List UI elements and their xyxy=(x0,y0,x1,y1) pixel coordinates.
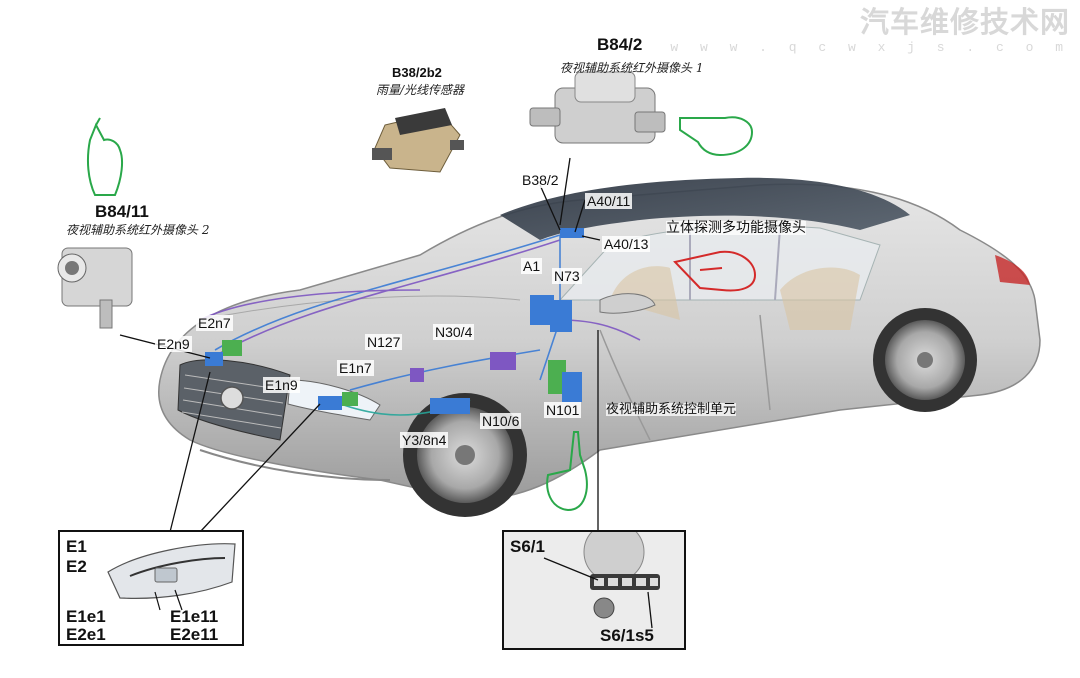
inset-s6-1: S6/1 xyxy=(510,537,545,556)
label-n10-6: N10/6 xyxy=(480,413,522,429)
label-a40-13: A40/13 xyxy=(602,236,651,252)
module-y3-8n4 xyxy=(430,398,470,414)
b38-2b2-code: B38/2b2 xyxy=(392,65,442,80)
switch-inset: S6/1 S6/1s5 xyxy=(502,530,686,650)
b38-2b2-desc: 雨量/光线传感器 xyxy=(376,83,465,97)
module-a40-11 xyxy=(560,228,584,238)
night-vision-unit-note: 夜视辅助系统控制单元 xyxy=(606,402,737,417)
b84-2-camera-image xyxy=(529,71,666,144)
inset-e1e11: E1e11 xyxy=(170,607,219,626)
watermark-title: 汽车维修技术网 xyxy=(859,5,1070,39)
label-e1n7: E1n7 xyxy=(337,360,374,376)
b84-11-camera-image xyxy=(57,247,133,329)
inset-e1e1: E1e1 xyxy=(66,607,106,626)
module-n73 xyxy=(550,300,572,332)
label-e2n9: E2n9 xyxy=(155,336,192,352)
watermark: 汽车维修技术网 w w w . q c w x j s . c o m xyxy=(670,5,1070,55)
label-e2n7: E2n7 xyxy=(196,315,233,331)
label-a1: A1 xyxy=(521,258,543,274)
module-e1n7 xyxy=(342,392,358,406)
green-hand-pointer-left xyxy=(86,117,124,196)
label-e1n9: E1n9 xyxy=(263,377,300,393)
red-hand-pointer xyxy=(673,250,757,292)
watermark-url: w w w . q c w x j s . c o m xyxy=(670,40,1070,55)
headlamp-image xyxy=(107,543,236,611)
module-n10-6 xyxy=(548,360,566,394)
label-a40-11: A40/11 xyxy=(585,193,633,209)
inset-e2e1: E2e1 xyxy=(66,625,106,644)
b38-2b2-sensor-image xyxy=(372,108,464,173)
inset-e2: E2 xyxy=(66,557,87,576)
module-n101 xyxy=(562,372,582,402)
green-hand-pointer-right xyxy=(679,116,754,157)
module-n30-4 xyxy=(490,352,516,370)
label-y3-8n4: Y3/8n4 xyxy=(400,432,449,448)
label-n30-4: N30/4 xyxy=(433,324,475,340)
label-b38-2: B38/2 xyxy=(520,172,561,188)
inset-s6-1s5: S6/1s5 xyxy=(600,626,654,645)
headlamp-inset: E1 E2 E1e1 E2e1 E1e11 E2e11 xyxy=(58,530,244,646)
label-n127: N127 xyxy=(365,334,403,350)
b84-2-desc: 夜视辅助系统红外摄像头 1 xyxy=(560,61,704,75)
stereo-camera-note: 立体探测多功能摄像头 xyxy=(666,220,806,236)
switch-panel-image xyxy=(504,532,684,648)
label-n73: N73 xyxy=(552,268,582,284)
label-n101: N101 xyxy=(544,402,582,418)
module-e2n7 xyxy=(222,340,242,356)
green-hand-pointer-bottom xyxy=(546,431,588,512)
module-e2n9 xyxy=(205,352,223,366)
b84-11-code: B84/11 xyxy=(95,202,149,221)
b84-2-code: B84/2 xyxy=(597,35,643,54)
b84-11-desc: 夜视辅助系统红外摄像头 2 xyxy=(66,223,210,237)
inset-e2e11: E2e11 xyxy=(170,625,219,644)
module-e1n9 xyxy=(318,396,342,410)
module-n127 xyxy=(410,368,424,382)
inset-e1: E1 xyxy=(66,537,87,556)
